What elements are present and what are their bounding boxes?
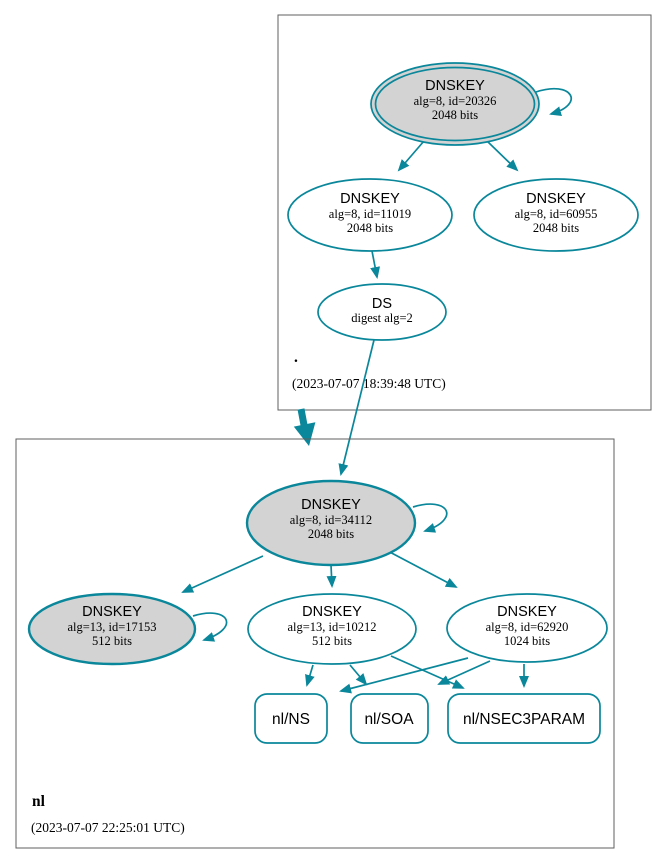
zone-border-nl xyxy=(15,438,615,849)
edge-10212-to-ns xyxy=(305,664,315,687)
edge-34112-to-17153 xyxy=(181,555,264,593)
rrset-nl-ns-rect xyxy=(254,693,328,744)
dnskey-60955-detail: alg=8, id=60955 xyxy=(515,207,598,221)
ds-ellipse xyxy=(317,283,447,341)
dnskey-11019-ellipse xyxy=(287,178,453,252)
dnskey-10212-title: DNSKEY xyxy=(302,604,362,620)
dnskey-62920-detail: alg=8, id=62920 xyxy=(486,620,569,634)
dnskey-62920-ellipse xyxy=(446,593,608,663)
node-dnskey-60955: DNSKEY alg=8, id=60955 2048 bits xyxy=(473,178,639,252)
node-dnskey-34112: DNSKEY alg=8, id=34112 2048 bits xyxy=(245,479,417,567)
node-rrset-nl-ns: nl/NS xyxy=(254,693,328,744)
zone-box-nl: nl (2023-07-07 22:25:01 UTC) xyxy=(15,438,615,849)
ds-detail: digest alg=2 xyxy=(351,311,413,325)
dnskey-20326-outer-ellipse xyxy=(370,62,540,146)
dnskey-11019-size: 2048 bits xyxy=(347,221,393,235)
edge-10212-to-nsec3param xyxy=(390,655,465,689)
node-dnskey-11019: DNSKEY alg=8, id=11019 2048 bits xyxy=(287,178,453,252)
dnskey-17153-size: 512 bits xyxy=(92,634,132,648)
zone-timestamp-nl: (2023-07-07 22:25:01 UTC) xyxy=(31,820,185,835)
edge-20326-selfsign xyxy=(535,87,572,117)
zone-box-root: . (2023-07-07 18:39:48 UTC) xyxy=(277,14,652,411)
edge-10212-to-soa xyxy=(349,664,368,686)
node-rrset-nl-soa: nl/SOA xyxy=(350,693,429,744)
dnskey-60955-title: DNSKEY xyxy=(526,191,586,207)
edge-20326-to-60955 xyxy=(486,140,519,172)
edge-62920-to-ns xyxy=(339,657,469,694)
dnskey-20326-title: DNSKEY xyxy=(425,78,485,94)
node-dnskey-17153: DNSKEY alg=13, id=17153 512 bits xyxy=(27,592,197,666)
dnskey-10212-detail: alg=13, id=10212 xyxy=(287,620,376,634)
node-rrset-nl-nsec3param: nl/NSEC3PARAM xyxy=(447,693,601,744)
edge-34112-to-62920 xyxy=(383,548,458,588)
node-dnskey-62920: DNSKEY alg=8, id=62920 1024 bits xyxy=(446,593,608,663)
dnskey-60955-size: 2048 bits xyxy=(533,221,579,235)
edge-34112-selfsign xyxy=(412,503,448,533)
zone-name-root: . xyxy=(294,349,298,366)
dnskey-17153-title: DNSKEY xyxy=(82,604,142,620)
delegation-arrow-shaft xyxy=(297,408,308,426)
delegation-arrowhead-icon xyxy=(293,422,316,446)
rrset-nl-soa-label: nl/SOA xyxy=(364,711,414,728)
edge-ds-to-34112 xyxy=(338,339,375,476)
delegation-arrow xyxy=(293,408,316,446)
edge-17153-selfsign xyxy=(192,612,228,642)
dnskey-62920-size: 1024 bits xyxy=(504,634,550,648)
dnskey-10212-ellipse xyxy=(247,593,417,665)
zone-timestamp-root: (2023-07-07 18:39:48 UTC) xyxy=(292,376,446,391)
node-dnskey-20326: DNSKEY alg=8, id=20326 2048 bits xyxy=(370,62,540,146)
node-dnskey-10212: DNSKEY alg=13, id=10212 512 bits xyxy=(247,593,417,665)
node-ds-root: DS digest alg=2 xyxy=(317,283,447,341)
edge-11019-to-ds xyxy=(370,250,381,279)
zone-name-nl: nl xyxy=(32,793,46,810)
dnskey-10212-size: 512 bits xyxy=(312,634,352,648)
dnskey-17153-detail: alg=13, id=17153 xyxy=(67,620,156,634)
dnskey-20326-size: 2048 bits xyxy=(432,108,478,122)
rrset-nl-nsec3param-rect xyxy=(447,693,601,744)
rrset-nl-ns-label: nl/NS xyxy=(272,711,310,728)
dnskey-34112-size: 2048 bits xyxy=(308,527,354,541)
dnskey-34112-ellipse xyxy=(245,479,417,567)
dnskey-20326-detail: alg=8, id=20326 xyxy=(414,94,497,108)
dnskey-34112-title: DNSKEY xyxy=(301,497,361,513)
dnskey-60955-ellipse xyxy=(473,178,639,252)
zone-border-root xyxy=(277,14,652,411)
rrset-nl-nsec3param-label: nl/NSEC3PARAM xyxy=(463,711,585,728)
edges-root xyxy=(338,87,572,476)
edge-34112-to-10212 xyxy=(326,564,337,588)
dnskey-11019-title: DNSKEY xyxy=(340,191,400,207)
edges-nl xyxy=(181,503,529,694)
dnskey-11019-detail: alg=8, id=11019 xyxy=(329,207,411,221)
edge-62920-to-soa xyxy=(437,660,491,685)
ds-title: DS xyxy=(372,296,392,312)
dnskey-34112-detail: alg=8, id=34112 xyxy=(290,513,372,527)
dnskey-62920-title: DNSKEY xyxy=(497,604,557,620)
dnskey-17153-ellipse xyxy=(27,592,197,666)
rrset-nl-soa-rect xyxy=(350,693,429,744)
edge-20326-to-11019 xyxy=(397,140,425,172)
dnskey-20326-inner-ellipse xyxy=(374,66,536,142)
